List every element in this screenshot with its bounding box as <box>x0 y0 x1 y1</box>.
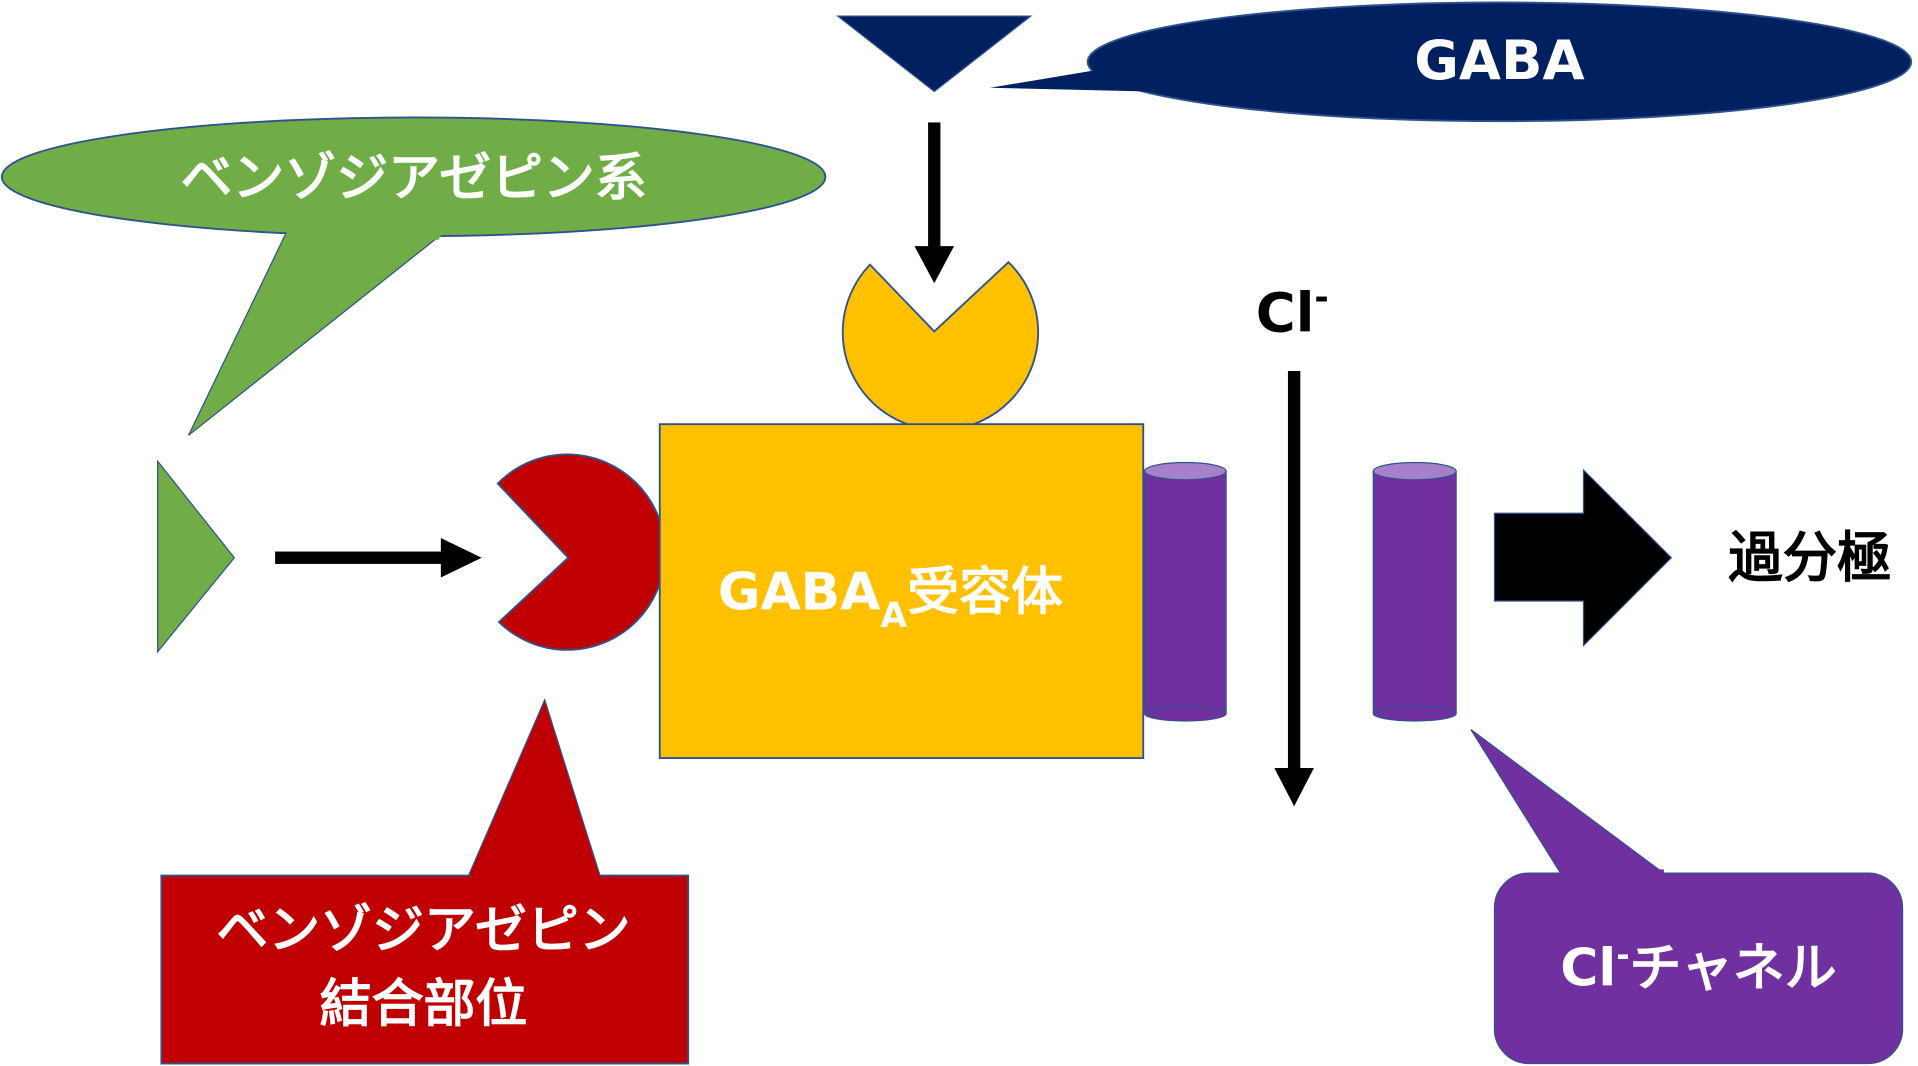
receptor-label: GABAA受容体 <box>718 563 1063 636</box>
channel-cylinder-right <box>1372 461 1457 722</box>
chloride-influx-arrow <box>1274 370 1314 807</box>
benzodiazepine-class-label: ベンゾジアゼピン系 <box>181 148 647 208</box>
benzodiazepine-ligand-triangle <box>157 459 236 654</box>
binding-site-label-line1: ベンゾジアゼピン <box>216 900 630 960</box>
benzodiazepine-callout: ベンゾジアゼピン系 <box>0 116 827 436</box>
gaba-ligand-triangle <box>836 15 1033 93</box>
hyperpolarization-arrow <box>1493 468 1673 648</box>
chloride-channel-callout: Cl-チャネル <box>1470 729 1904 1065</box>
channel-cylinder-left <box>1143 461 1227 722</box>
hyperpolarization-label: 過分極 <box>1728 525 1891 589</box>
gaba-a-receptor <box>658 423 1145 759</box>
gaba-binding-site <box>841 260 1039 431</box>
benzodiazepine-binding-arrow <box>275 537 482 578</box>
gaba-callout: GABA <box>989 1 1913 123</box>
gaba-binding-arrow <box>914 122 955 284</box>
binding-site-label-line2: 結合部位 <box>320 974 528 1034</box>
benzodiazepine-binding-site <box>496 453 666 651</box>
gaba-label: GABA <box>1414 28 1584 92</box>
chloride-channel-label: Cl-チャネル <box>1560 936 1836 999</box>
binding-site-callout: ベンゾジアゼピン 結合部位 <box>160 698 690 1065</box>
chloride-ion-label: Cl- <box>1256 278 1329 344</box>
